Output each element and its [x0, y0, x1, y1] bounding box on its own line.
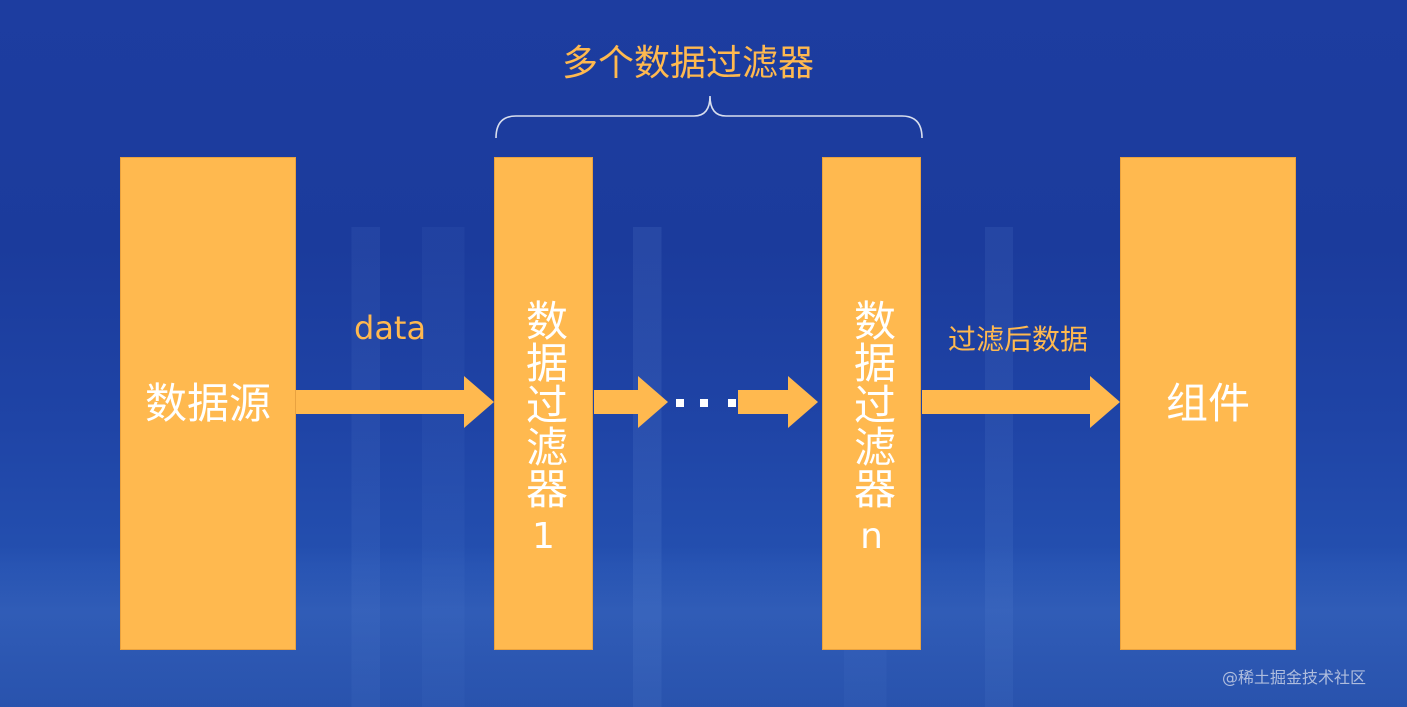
ellipsis-dots	[676, 399, 736, 407]
filters-brace	[495, 95, 923, 139]
diagram-title: 多个数据过滤器	[562, 43, 815, 84]
arrow-filtered	[922, 376, 1120, 428]
watermark: @稀土掘金技术社区	[1222, 668, 1367, 687]
edge-data-label: data	[354, 309, 427, 347]
filter-1-label: 数据过滤器	[519, 298, 569, 509]
filter-n-block: 数据过滤器 n	[822, 157, 921, 650]
arrow-filter1-out	[594, 376, 668, 428]
filter-n-index: n	[860, 515, 883, 557]
source-label: 数据源	[144, 378, 271, 428]
source-block: 数据源	[120, 157, 296, 650]
arrow-filtern-in	[738, 376, 818, 428]
ellipsis-text: · · ·	[670, 386, 701, 409]
edge-filtered-label: 过滤后数据	[948, 323, 1089, 356]
filter-1-index: 1	[532, 515, 555, 557]
component-block: 组件	[1120, 157, 1296, 650]
filter-n-label: 数据过滤器	[847, 298, 897, 509]
filter-1-block: 数据过滤器 1	[494, 157, 593, 650]
component-label: 组件	[1165, 378, 1250, 428]
arrow-data	[296, 376, 494, 428]
